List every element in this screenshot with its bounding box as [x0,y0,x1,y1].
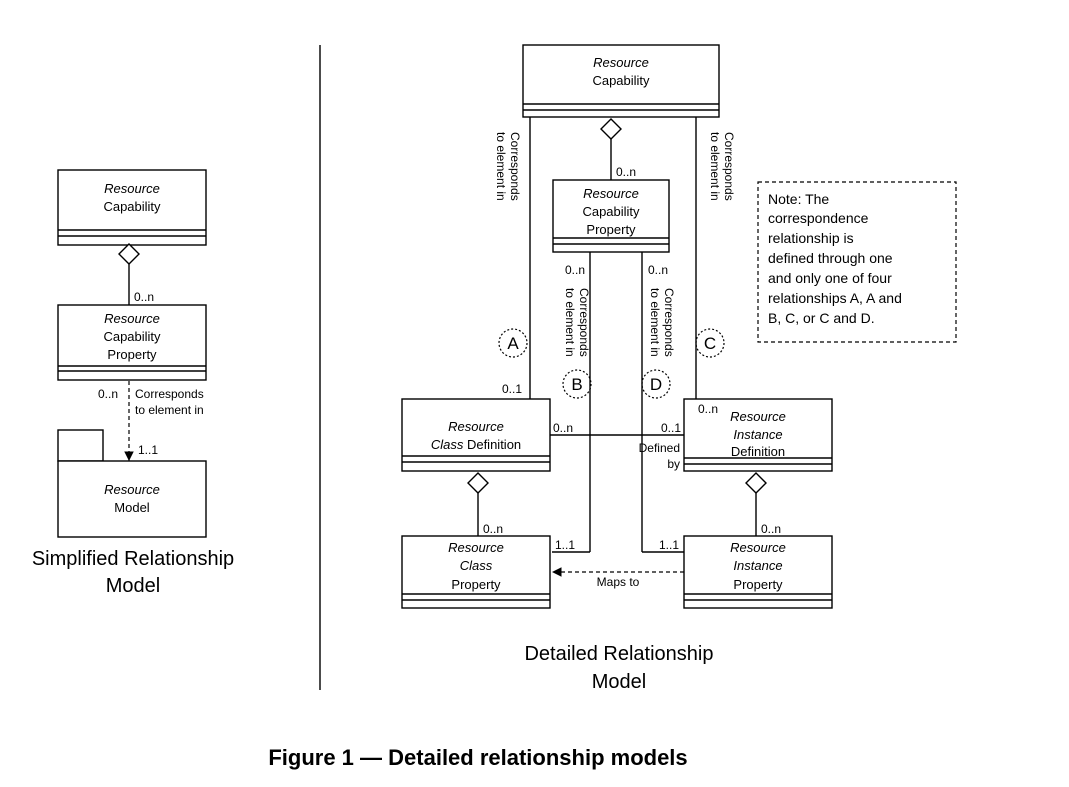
corresponds-c-line2: to element in [708,132,722,201]
instance-definition-line1: Resource [730,409,786,424]
corresponds-d-line2: to element in [648,288,662,357]
instance-aggregation-diamond [745,472,767,494]
simplified-capability-line1: Resource [104,181,160,196]
note-line7: B, C, or C and D. [768,310,875,326]
simplified-model-package: Resource Model [57,429,207,538]
class-definition-line2: Class Definition [431,437,521,452]
simplified-property-box: Resource Capability Property [57,304,207,381]
note-box: Note: The correspondence relationship is… [757,181,957,343]
class-definition-line1: Resource [448,419,504,434]
corresponds-a-line1: Corresponds [508,132,522,201]
class-aggregation-diamond [467,472,489,494]
simplified-mult-11: 1..1 [138,443,158,457]
simplified-model-line2: Model [114,500,150,515]
label-c-circle [695,328,725,358]
detailed-aggregation-diamond [600,118,622,140]
class-definition-word: Definition [463,437,521,452]
label-c: C [704,334,716,353]
instance-property-box: Resource Instance Property [683,535,833,609]
mult-b-end: 1..1 [555,538,575,552]
corresponds-b-line2: to element in [563,288,577,357]
label-b-circle [562,369,592,399]
mult-classdef-right: 0..n [553,421,573,435]
class-property-line3: Property [451,577,501,592]
label-a: A [507,334,519,353]
detailed-property-box: Resource Capability Property [552,179,670,253]
mult-instprop: 0..n [761,522,781,536]
class-definition-class-word: Class [431,437,464,452]
detailed-mult-prop-top: 0..n [616,165,636,179]
mult-a-bottom: 0..1 [502,382,522,396]
simplified-title-line1: Simplified Relationship [32,548,234,570]
note-line3: relationship is [768,230,854,246]
mult-classprop: 0..n [483,522,503,536]
simplified-capability-line2: Capability [103,199,161,214]
instance-property-line1: Resource [730,540,786,555]
simplified-corresponds-line1: Corresponds [135,387,204,401]
label-b: B [571,375,582,394]
mult-d-top: 0..n [648,263,668,277]
corresponds-c-line1: Corresponds [722,132,736,201]
detailed-property-line2: Capability [582,204,640,219]
simplified-mult-0n-bottom: 0..n [98,387,118,401]
corresponds-d-line1: Corresponds [662,288,676,357]
label-d: D [650,375,662,394]
detailed-capability-line1: Resource [593,55,649,70]
mult-d-end: 1..1 [659,538,679,552]
note-line6: relationships A, A and [768,290,902,306]
instance-definition-box: Resource Instance Definition [683,398,833,472]
simplified-corresponds-line2: to element in [135,403,204,417]
class-property-line1: Resource [448,540,504,555]
simplified-property-line2: Capability [103,329,161,344]
detailed-property-line1: Resource [583,186,639,201]
figure-caption: Figure 1 — Detailed relationship models [268,745,687,770]
class-definition-box: Resource Class Definition [401,398,551,472]
simplified-title-line2: Model [106,575,160,597]
instance-definition-line3: Definition [731,444,785,459]
note-line4: defined through one [768,250,893,266]
class-property-line2: Class [460,558,493,573]
note-line2: correspondence [768,210,869,226]
corresponds-b-line1: Corresponds [577,288,591,357]
simplified-model-line1: Resource [104,482,160,497]
detailed-property-line3: Property [586,222,636,237]
defined-by-line2: by [667,457,680,471]
detailed-capability-box: Resource Capability [522,44,720,118]
simplified-capability-box: Resource Capability [57,169,207,246]
detailed-title-line1: Detailed Relationship [524,643,713,665]
label-d-circle [641,369,671,399]
simplified-property-line3: Property [107,347,157,362]
detailed-title-line2: Model [592,671,646,693]
defined-by-line1: Defined [639,441,680,455]
mult-instdef-left: 0..1 [661,421,681,435]
mult-b-top: 0..n [565,263,585,277]
label-a-circle [498,328,528,358]
mult-instdef-top: 0..n [698,402,718,416]
simplified-property-line1: Resource [104,311,160,326]
instance-property-line2: Instance [733,558,782,573]
maps-to-label: Maps to [597,575,640,589]
corresponds-a-line2: to element in [494,132,508,201]
simplified-mult-0n-top: 0..n [134,290,154,304]
note-line5: and only one of four [768,270,892,286]
detailed-capability-line2: Capability [592,73,650,88]
simplified-aggregation-diamond [118,243,140,265]
instance-property-line3: Property [733,577,783,592]
instance-definition-line2: Instance [733,427,782,442]
note-line1: Note: The [768,191,829,207]
class-property-box: Resource Class Property [401,535,551,609]
